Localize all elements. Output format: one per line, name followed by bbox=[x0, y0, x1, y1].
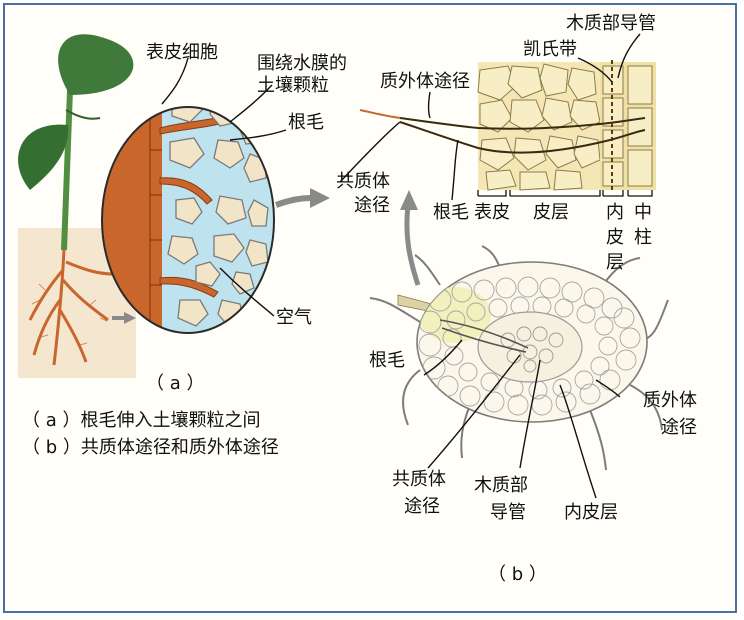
label-symplast-b-2: 途径 bbox=[404, 496, 440, 517]
label-root-hair-top: 根毛 bbox=[433, 202, 469, 223]
label-soil-particle-2: 土壤颗粒 bbox=[257, 75, 329, 96]
label-root-hair-a: 根毛 bbox=[288, 112, 324, 133]
label-apoplast-top: 质外体途径 bbox=[380, 71, 470, 92]
zoom-arrow-up bbox=[400, 190, 421, 286]
stem bbox=[61, 89, 73, 251]
zoom-arrow-small bbox=[124, 312, 136, 324]
caption-a: （ a ） bbox=[146, 373, 205, 394]
label-xylem-b-1: 木质部 bbox=[474, 475, 528, 496]
caption-b: （ b ） bbox=[488, 564, 547, 585]
label-air: 空气 bbox=[276, 307, 312, 328]
label-root-hair-b: 根毛 bbox=[369, 350, 405, 371]
label-apoplast-b-1: 质外体 bbox=[643, 390, 697, 411]
label-symplast-top-2: 途径 bbox=[354, 195, 390, 216]
pathway-lines-b bbox=[439, 319, 529, 353]
pathways bbox=[399, 117, 646, 154]
label-symplast-top-1: 共质体 bbox=[336, 171, 390, 192]
legend-item-a: （ a ）根毛伸入土壤颗粒之间 bbox=[22, 410, 261, 431]
label-endodermis-b: 内皮层 bbox=[564, 502, 618, 523]
zoom-arrow-right bbox=[274, 188, 330, 208]
leader-lines bbox=[161, 33, 641, 499]
label-xylem-vessel-top: 木质部导管 bbox=[566, 13, 656, 34]
root-cross-section bbox=[369, 245, 669, 471]
label-cortex: 皮层 bbox=[533, 202, 569, 223]
label-xylem-b-2: 导管 bbox=[490, 502, 526, 523]
label-stele-1: 中 bbox=[634, 202, 652, 223]
label-casparian-strip: 凯氏带 bbox=[523, 39, 577, 60]
label-endodermis-1: 内 bbox=[606, 202, 624, 223]
label-apoplast-b-2: 途径 bbox=[661, 417, 697, 438]
legend-item-b: （ b ）共质体途径和质外体途径 bbox=[22, 437, 279, 458]
label-endodermis-3: 层 bbox=[606, 252, 624, 273]
seedling bbox=[18, 34, 136, 378]
highlight-region bbox=[419, 287, 491, 343]
cortex-cells bbox=[477, 63, 601, 191]
label-epidermis: 表皮 bbox=[474, 202, 510, 223]
label-endodermis-2: 皮 bbox=[606, 227, 624, 248]
label-epidermal-cell: 表皮细胞 bbox=[146, 42, 218, 63]
leaf-right bbox=[58, 34, 134, 95]
tissue-brackets bbox=[477, 190, 653, 197]
root-tissue-section bbox=[359, 60, 656, 197]
stele-b bbox=[477, 311, 583, 383]
label-stele-2: 柱 bbox=[634, 227, 652, 248]
leaf-left bbox=[18, 124, 69, 190]
label-soil-particle-1: 围绕水膜的 bbox=[257, 53, 347, 74]
cortex-cells-b bbox=[418, 276, 641, 416]
label-symplast-b-1: 共质体 bbox=[392, 469, 446, 490]
